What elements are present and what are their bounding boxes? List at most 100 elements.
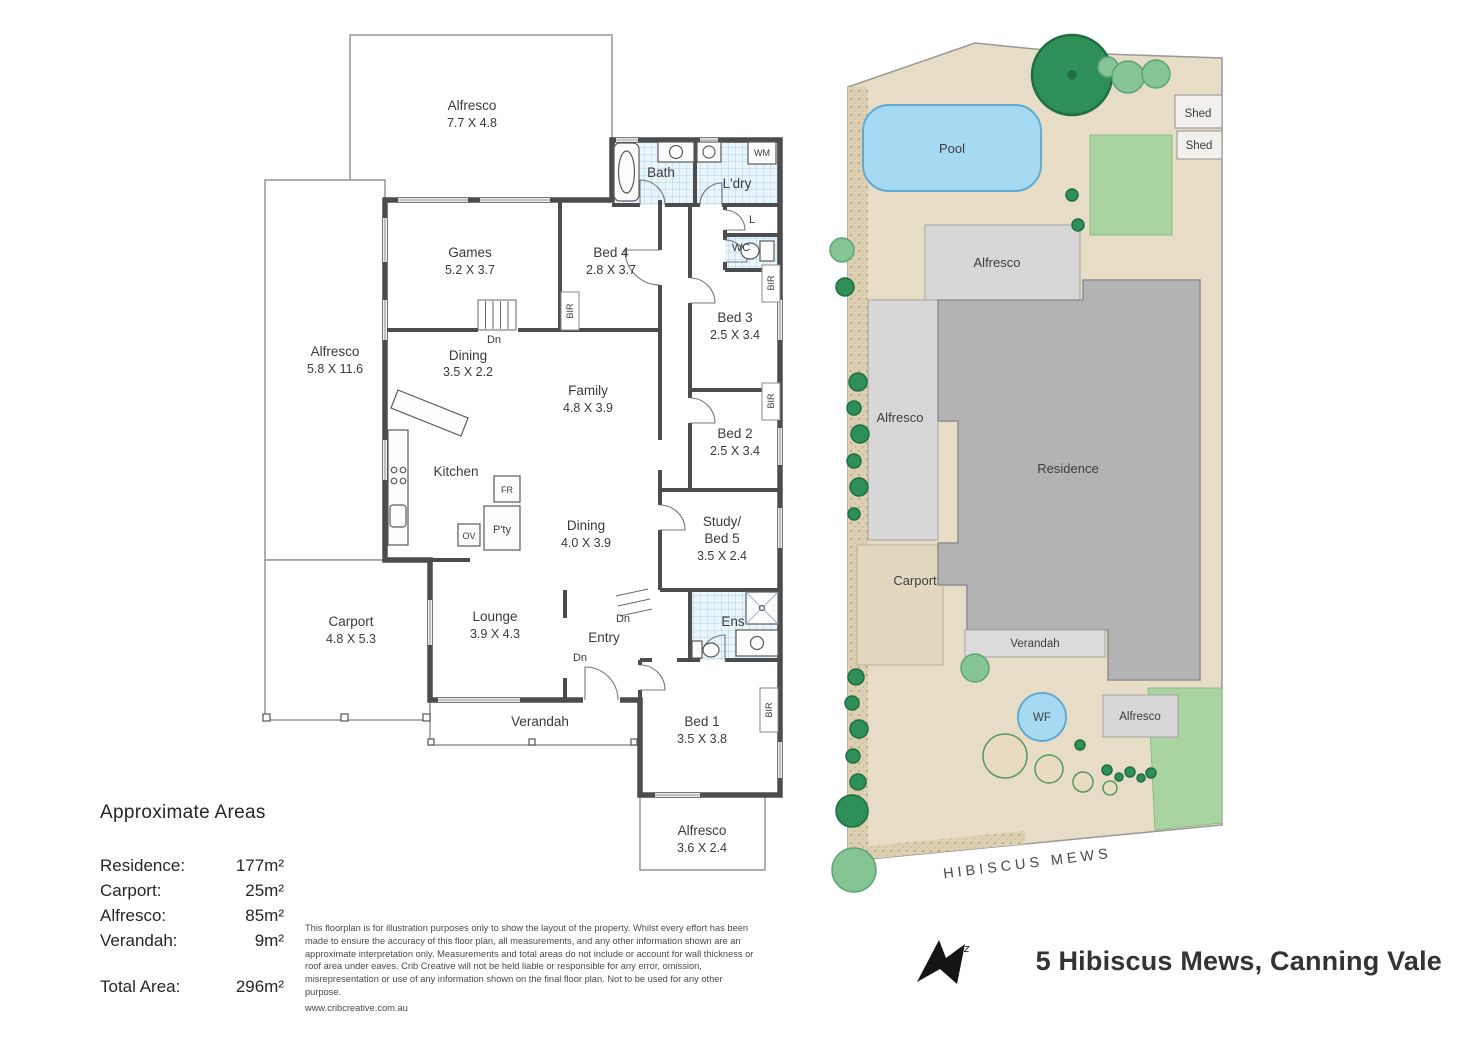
site-carport-area xyxy=(856,544,944,666)
garden-strip-left xyxy=(848,87,868,861)
north-arrow-icon: z xyxy=(917,940,970,984)
carport-area xyxy=(264,559,431,721)
games-label: Games xyxy=(448,245,492,260)
dn-entry-upper-label: Dn xyxy=(616,613,630,625)
water-feature xyxy=(1017,692,1067,742)
bed1-label: Bed 1 xyxy=(684,714,719,729)
trees-dark xyxy=(835,33,1157,828)
kitchen-bench-icon xyxy=(390,389,469,437)
pantry-label: P'ty xyxy=(493,524,511,536)
pool-area xyxy=(862,104,1042,192)
dining-small-label: Dining xyxy=(449,348,487,363)
kitchen-counter-icon xyxy=(387,429,409,546)
carport-dims: 4.8 X 5.3 xyxy=(326,632,376,646)
disclaimer: This floorplan is for illustration purpo… xyxy=(305,922,757,1018)
area-row-residence: Residence: 177m² xyxy=(100,856,284,876)
carport-label: Carport xyxy=(328,614,373,629)
entry-label: Entry xyxy=(588,630,620,645)
family-dims: 4.8 X 3.9 xyxy=(563,401,613,415)
area-row-verandah: Verandah: 9m² xyxy=(100,931,284,951)
area-label: Alfresco: xyxy=(100,906,167,925)
bed3-dims: 2.5 X 3.4 xyxy=(710,328,760,342)
ov-label: OV xyxy=(462,531,475,541)
area-row-alfresco: Alfresco: 85m² xyxy=(100,906,284,926)
site-alfresco-left xyxy=(867,299,939,541)
pool-label: Pool xyxy=(939,141,965,156)
floorplan-labels: Alfresco 7.7 X 4.8 Games 5.2 X 3.7 Bed 4… xyxy=(307,98,776,855)
site-alfresco-top xyxy=(924,224,1081,301)
bathtub-basin-icon xyxy=(617,150,636,194)
ensuite-label: Ens xyxy=(721,614,745,629)
family-label: Family xyxy=(568,383,608,398)
area-value: 177m² xyxy=(235,856,284,875)
washing-machine-icon xyxy=(747,141,777,165)
address: 5 Hibiscus Mews, Canning Vale xyxy=(1035,946,1442,976)
interior-walls xyxy=(385,140,780,700)
dining-dims: 4.0 X 3.9 xyxy=(561,536,611,550)
wc-cistern-icon xyxy=(759,240,775,262)
linen-label: L xyxy=(749,214,755,226)
exterior-walls xyxy=(382,137,783,798)
floorplan-svg: Alfresco 7.7 X 4.8 Games 5.2 X 3.7 Bed 4… xyxy=(262,34,783,871)
site-carport-label: Carport xyxy=(893,573,937,588)
shed-2 xyxy=(1176,130,1223,160)
fr-label: FR xyxy=(501,485,513,495)
lawn-top xyxy=(1089,134,1173,236)
alfresco-top-dims: 7.7 X 4.8 xyxy=(447,116,497,130)
area-label: Total Area: xyxy=(100,977,181,996)
area-value: 25m² xyxy=(245,881,284,900)
posts xyxy=(262,713,638,746)
alfresco-top-label: Alfresco xyxy=(448,98,497,113)
kitchen-label: Kitchen xyxy=(433,464,478,479)
site-verandah-label: Verandah xyxy=(1010,638,1059,650)
bath-label: Bath xyxy=(647,165,675,180)
outdoor-areas xyxy=(264,34,766,871)
garden-strip-bottom xyxy=(848,831,1025,861)
shed2-label: Shed xyxy=(1186,140,1213,152)
area-label: Carport: xyxy=(100,881,162,900)
alfresco-left-area xyxy=(264,179,386,561)
area-label: Verandah: xyxy=(100,931,178,950)
bed4-dims: 2.8 X 3.7 xyxy=(586,263,636,277)
site-residence xyxy=(937,279,1201,681)
street-label: HIBISCUS MEWS xyxy=(942,846,1112,883)
bir-bed3-label: BIR xyxy=(766,275,776,291)
area-value: 296m² xyxy=(235,977,284,996)
oven-icon xyxy=(457,523,481,547)
bed3-label: Bed 3 xyxy=(717,310,752,325)
shed1-label: Shed xyxy=(1185,108,1212,120)
alfresco-bottom-label: Alfresco xyxy=(678,823,727,838)
alfresco-left-dims: 5.8 X 11.6 xyxy=(307,362,363,376)
area-value: 9m² xyxy=(254,931,284,950)
bed4-label: Bed 4 xyxy=(593,245,629,260)
alfresco-left-label: Alfresco xyxy=(311,344,360,359)
site-verandah xyxy=(964,629,1106,658)
alfresco-bottom-dims: 3.6 X 2.4 xyxy=(677,841,727,855)
area-row-carport: Carport: 25m² xyxy=(100,881,284,901)
siteplan-svg: Pool Shed Shed Alfresco Alfresco Residen… xyxy=(829,33,1223,893)
bir-bed2-label: BIR xyxy=(766,393,776,409)
bath-sink-icon xyxy=(668,144,684,160)
water-feature-label: WF xyxy=(1033,712,1051,724)
study-label-1: Study/ xyxy=(703,514,742,529)
areas-title: Approximate Areas xyxy=(100,802,266,823)
ensuite-toilet-icon xyxy=(702,642,720,658)
built-in-robes xyxy=(560,264,781,733)
area-label: Residence: xyxy=(100,856,186,875)
lounge-label: Lounge xyxy=(472,609,517,624)
site-alfresco-left-label: Alfresco xyxy=(877,410,924,425)
laundry-label: L'dry xyxy=(723,176,752,191)
areas-table: Approximate Areas Residence: 177m² Carpo… xyxy=(100,802,284,1002)
bed2-dims: 2.5 X 3.4 xyxy=(710,444,760,458)
kitchen-sink-icon xyxy=(389,504,407,528)
ensuite-cistern-icon xyxy=(691,640,703,659)
alfresco-top-area xyxy=(349,34,613,201)
shower-drain-icon xyxy=(758,604,766,612)
dining-label: Dining xyxy=(567,518,605,533)
bed1-dims: 3.5 X 3.8 xyxy=(677,732,727,746)
wm-label: WM xyxy=(754,148,770,158)
laundry-sink-icon xyxy=(702,145,716,159)
alfresco-bottom-area xyxy=(639,794,766,871)
bed2-label: Bed 2 xyxy=(717,426,752,441)
